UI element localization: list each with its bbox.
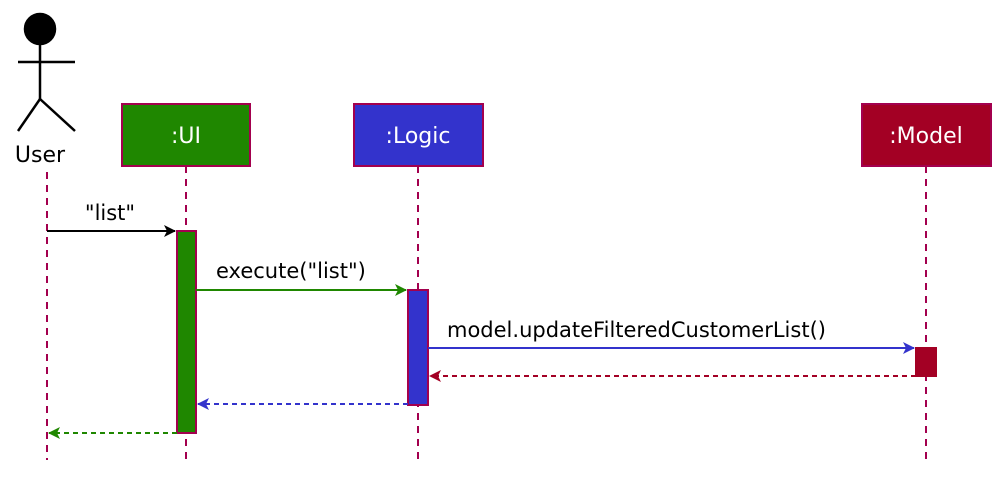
participant-ui: :UI bbox=[121, 103, 251, 167]
participant-ui-box bbox=[121, 103, 251, 167]
participant-model-box bbox=[861, 103, 992, 167]
message-label-user-to-ui: "list" bbox=[85, 201, 135, 225]
message-label-ui-to-logic: execute("list") bbox=[216, 259, 366, 283]
model-activation-bar bbox=[915, 347, 937, 377]
actor-user-label: User bbox=[15, 143, 66, 168]
ui-activation-bar bbox=[176, 230, 197, 434]
participant-model: :Model bbox=[861, 103, 992, 167]
participant-logic-label: :Logic bbox=[386, 124, 451, 149]
message-ui-to-logic: execute("list") bbox=[196, 259, 407, 296]
logic-activation-bar bbox=[407, 289, 429, 406]
participant-logic-box bbox=[353, 103, 484, 167]
participant-logic: :Logic bbox=[353, 103, 484, 167]
message-user-to-ui: "list" bbox=[47, 201, 176, 237]
stick-figure-icon bbox=[16, 12, 76, 132]
message-logic-to-model: model.updateFilteredCustomerList() bbox=[428, 318, 915, 354]
participant-model-label: :Model bbox=[889, 124, 962, 149]
message-label-logic-to-model: model.updateFilteredCustomerList() bbox=[447, 318, 826, 342]
participant-ui-label: :UI bbox=[171, 124, 201, 149]
